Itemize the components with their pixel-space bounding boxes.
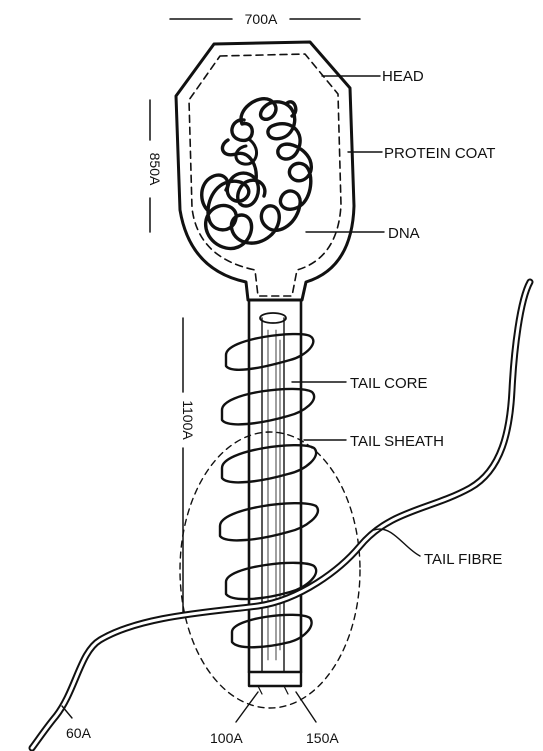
tail-fibre-outline bbox=[32, 282, 530, 748]
tail-core-label: TAIL CORE bbox=[350, 375, 428, 392]
tail-sheath-label: TAIL SHEATH bbox=[350, 433, 444, 450]
tail-core-top bbox=[260, 313, 286, 323]
tail-fibre-inner bbox=[32, 282, 530, 748]
sheath-width-label: 150A bbox=[306, 730, 339, 746]
tail-fibre-label: TAIL FIBRE bbox=[424, 551, 502, 568]
fibre-width-label: 60A bbox=[66, 725, 92, 741]
dna-strand bbox=[202, 99, 312, 249]
protein-coat-label: PROTEIN COAT bbox=[384, 145, 495, 162]
head-width-label: 700A bbox=[245, 11, 278, 27]
head-height-label: 850A bbox=[147, 153, 163, 186]
tail-sheath-coil bbox=[232, 615, 312, 647]
tail-length-label: 1100A bbox=[180, 400, 196, 440]
tail bbox=[180, 300, 360, 708]
tail-core-hatching bbox=[268, 330, 280, 660]
base-plate bbox=[249, 672, 301, 686]
tail-fibre-leader bbox=[374, 529, 420, 556]
tail-sheath-coil bbox=[220, 503, 318, 540]
dimension-lines bbox=[150, 19, 360, 612]
head-label: HEAD bbox=[382, 68, 424, 85]
fibre-width-leader bbox=[62, 706, 72, 718]
head bbox=[176, 42, 354, 300]
tail-fibre bbox=[32, 282, 530, 748]
core-width-leader bbox=[236, 692, 258, 722]
core-width-label: 100A bbox=[210, 730, 243, 746]
dna-label: DNA bbox=[388, 225, 420, 242]
